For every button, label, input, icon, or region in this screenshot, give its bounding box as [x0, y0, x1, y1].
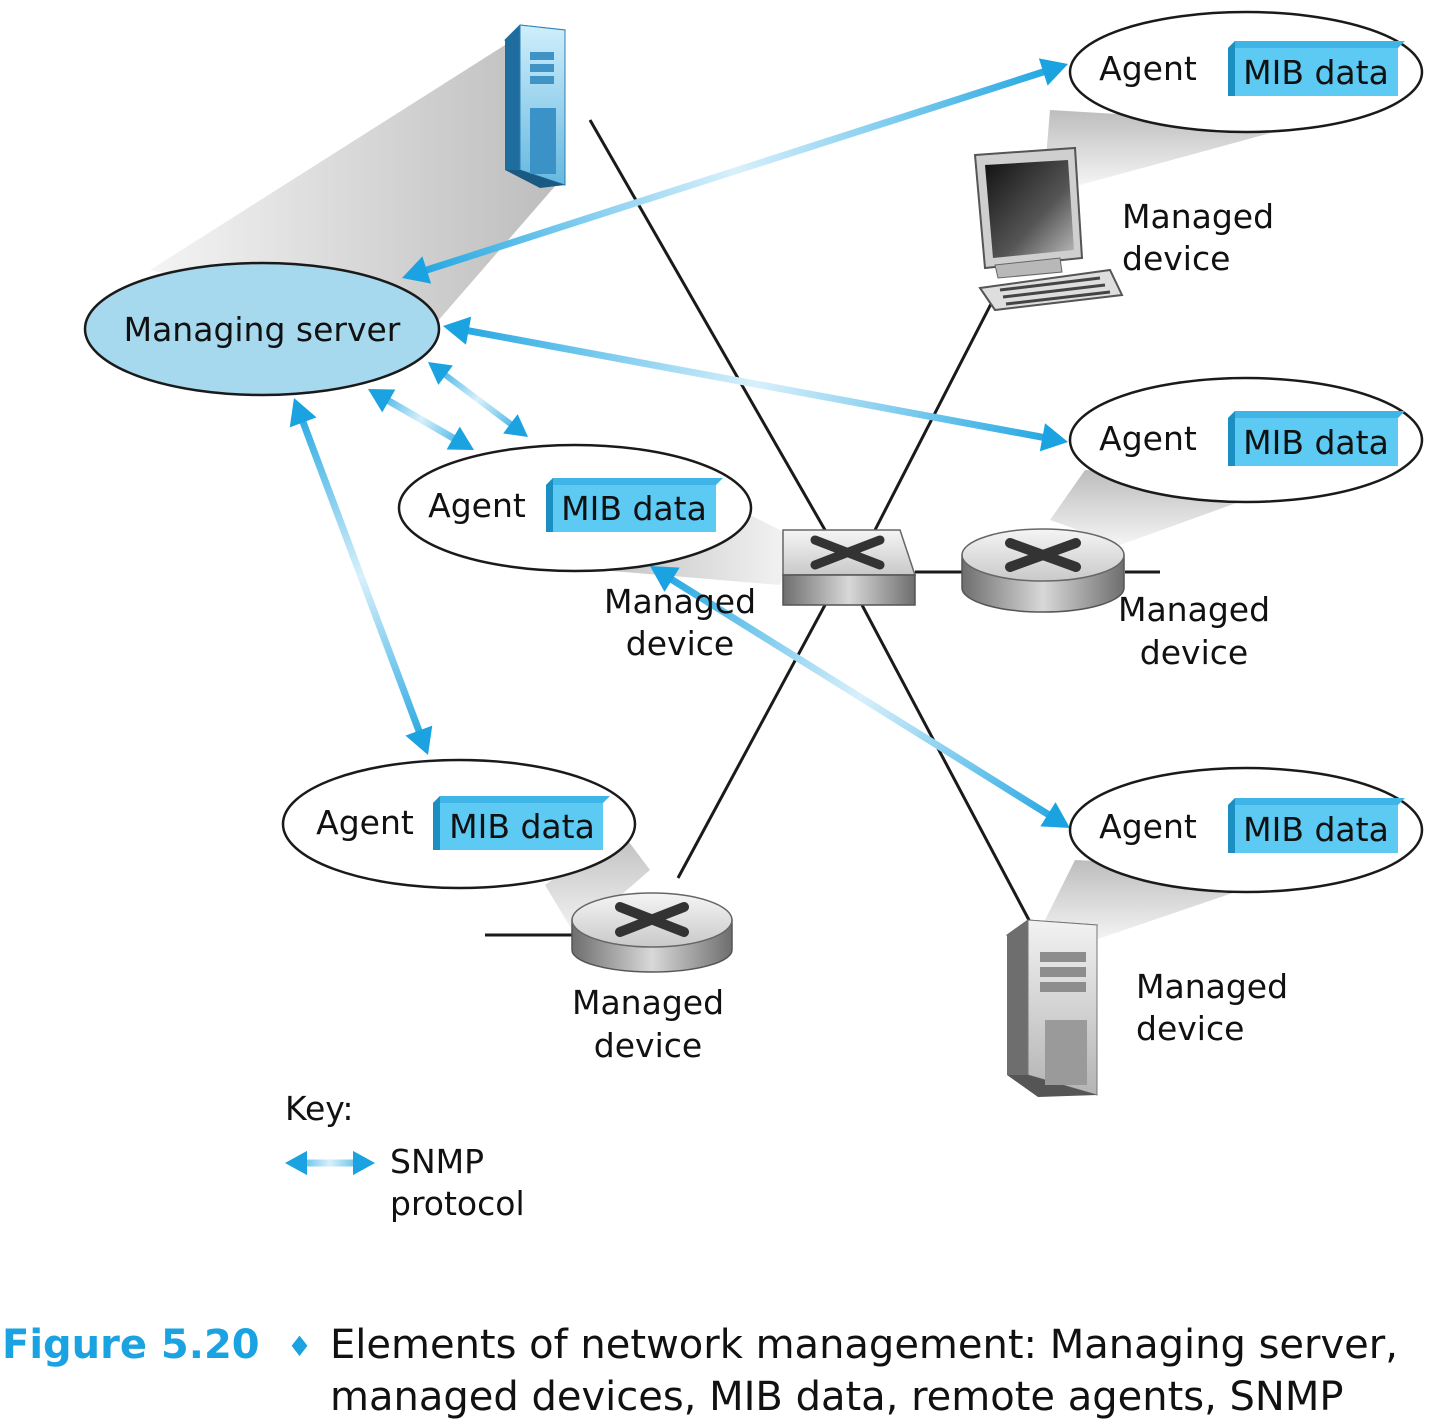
svg-text:Managed: Managed — [572, 983, 724, 1022]
snmp-arrow-agent-top-head — [402, 256, 432, 284]
managing-server-node: Managing server — [83, 261, 441, 397]
svg-text:device: device — [626, 624, 734, 663]
mib-data-label: MIB data — [561, 489, 707, 528]
mib-data-box: MIB data — [433, 796, 610, 850]
svg-text:Managed: Managed — [1136, 967, 1288, 1006]
snmp-arrow-agent-center-head — [446, 426, 474, 450]
caption-separator: ♦ — [287, 1330, 312, 1363]
svg-text:Managed: Managed — [1118, 590, 1270, 629]
figure-caption: Figure 5.20 ♦ Elements of network manage… — [2, 1322, 1398, 1420]
mib-data-box: MIB data — [1228, 411, 1405, 466]
snmp-arrow-agent-center — [382, 395, 460, 444]
mib-data-box: MIB data — [1228, 798, 1405, 853]
caption-line2: managed devices, MIB data, remote agents… — [330, 1374, 1343, 1420]
managing-server-tower-icon — [503, 24, 566, 188]
managed-device-label-switch: Managed device — [604, 582, 756, 663]
agent-label: Agent — [1099, 807, 1197, 846]
snmp-arrow-agent-center-light-head — [428, 362, 453, 385]
snmp-arrow-agent-middle-right-head — [443, 316, 472, 345]
managing-server-label: Managing server — [124, 310, 401, 349]
key-label-line1: SNMP — [390, 1142, 484, 1181]
figure-number: Figure 5.20 — [2, 1322, 260, 1368]
snmp-arrow-agent-top — [420, 67, 1050, 275]
snmp-arrow-agent-top-head — [1038, 58, 1068, 86]
agent-label: Agent — [1099, 419, 1197, 458]
managed-device-label-server: Managed device — [1136, 967, 1288, 1048]
snmp-arrow-agent-bottom-right-head — [650, 566, 680, 592]
managed-device-label-router-bottom: Managed device — [572, 983, 724, 1065]
snmp-arrow-agent-bottom-right — [665, 574, 1055, 820]
agent-node-top: Agent MIB data — [1068, 10, 1424, 134]
snmp-arrow-agent-center-light — [440, 370, 516, 429]
key-label-line2: protocol — [390, 1184, 525, 1223]
router-bottom-icon — [571, 892, 733, 973]
agent-node-center: Agent MIB data — [397, 443, 753, 573]
snmp-arrows — [289, 58, 1070, 828]
key-snmp-arrow-head — [353, 1150, 375, 1176]
router-right-icon — [961, 528, 1125, 613]
snmp-arrow-agent-middle-right-head — [1039, 423, 1068, 452]
central-switch-icon — [782, 529, 917, 606]
mib-data-label: MIB data — [1243, 423, 1389, 462]
agent-node-bottom-left: Agent MIB data — [281, 758, 637, 890]
key-snmp-arrow-head — [285, 1150, 307, 1176]
mib-data-label: MIB data — [449, 807, 595, 846]
svg-text:device: device — [594, 1026, 702, 1065]
mib-data-box: MIB data — [546, 478, 723, 532]
snmp-arrow-agent-center-light-head — [503, 414, 528, 437]
agent-label: Agent — [1099, 49, 1197, 88]
key-arrow-icon — [285, 1150, 375, 1176]
svg-text:Managed: Managed — [1122, 197, 1274, 236]
network-links — [485, 119, 1160, 937]
agent-label: Agent — [428, 486, 526, 525]
managed-device-label-router-right: Managed device — [1118, 590, 1270, 672]
svg-text:Managed: Managed — [604, 582, 756, 621]
agent-node-middle-right: Agent MIB data — [1068, 376, 1424, 504]
desktop-computer-icon — [973, 146, 1124, 312]
agent-node-bottom-right: Agent MIB data — [1068, 766, 1424, 894]
svg-text:device: device — [1136, 1009, 1244, 1048]
mib-data-label: MIB data — [1243, 810, 1389, 849]
snmp-arrow-agent-bottom-left-head — [405, 725, 433, 755]
managed-device-label-desktop: Managed device — [1122, 197, 1274, 278]
snmp-arrow-agent-center-head — [368, 389, 396, 413]
svg-text:device: device — [1122, 239, 1230, 278]
mib-data-box: MIB data — [1228, 41, 1405, 96]
mib-data-label: MIB data — [1243, 53, 1389, 92]
key-title: Key: — [285, 1089, 354, 1128]
svg-text:device: device — [1140, 633, 1248, 672]
caption-line1: Elements of network management: Managing… — [330, 1322, 1398, 1368]
server-tower-icon — [1005, 919, 1099, 1097]
snmp-arrow-agent-bottom-left-head — [289, 398, 317, 428]
snmp-arrow-agent-bottom-right-head — [1040, 802, 1070, 828]
key-legend: Key: SNMP protocol — [285, 1089, 525, 1223]
agent-label: Agent — [316, 803, 414, 842]
snmp-arrow-agent-bottom-left — [298, 416, 424, 737]
snmp-arrow-agent-middle-right — [462, 326, 1049, 442]
